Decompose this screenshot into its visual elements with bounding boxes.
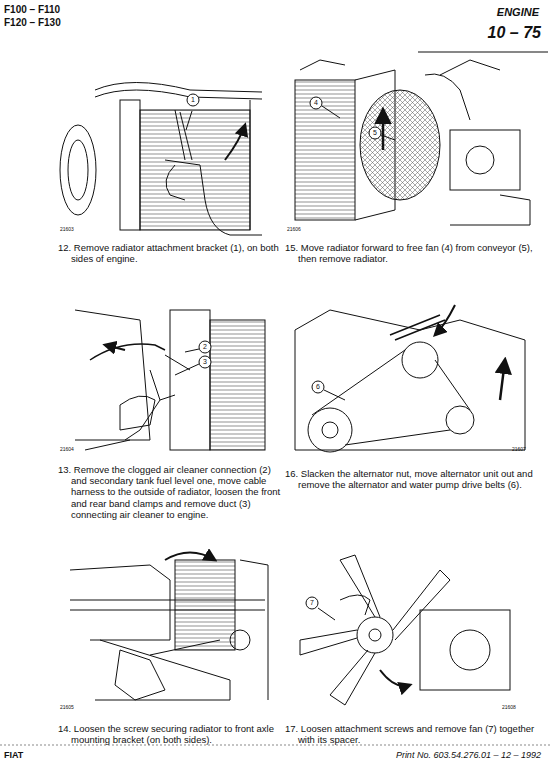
step-caption: 15. Move radiator forward to free fan (4… [285,242,548,264]
figure-21608 [300,555,510,705]
model-range: F120 – F130 [4,17,61,28]
callout-number: 2 [199,342,211,352]
brand-footer: FIAT [4,750,23,760]
callout-number: 3 [199,357,211,367]
page-section-title: ENGINE [497,6,539,18]
figure-number: 21606 [287,226,301,232]
figure-21604 [75,310,265,450]
step-caption: 13. Remove the clogged air cleaner conne… [58,464,286,520]
step-caption: 12. Remove radiator attachment bracket (… [58,242,286,264]
page-number: 10 – 75 [488,24,541,42]
callout-number: 5 [369,128,381,138]
figure-number: 21605 [60,704,74,710]
callout-number: 1 [187,95,199,105]
step-caption: 16. Slacken the alternator nut, move alt… [285,468,548,490]
model-range: F100 – F110 [4,4,60,15]
figure-21607 [295,305,525,452]
step-caption: 14. Loosen the screw securing radiator t… [58,723,286,745]
figure-21605 [70,553,268,701]
callout-number: 4 [310,98,322,108]
figure-21606 [295,60,530,225]
callout-number: 6 [312,382,324,392]
figure-number: 21608 [502,704,516,710]
figure-21603 [60,83,262,236]
callout-number: 7 [306,598,318,608]
figure-number: 21604 [60,446,74,452]
figure-number: 21603 [60,226,74,232]
step-caption: 17. Loosen attachment screws and remove … [285,723,548,745]
print-number: Print No. 603.54.276.01 – 12 – 1992 [396,750,541,760]
figure-number: 21607 [512,446,526,452]
